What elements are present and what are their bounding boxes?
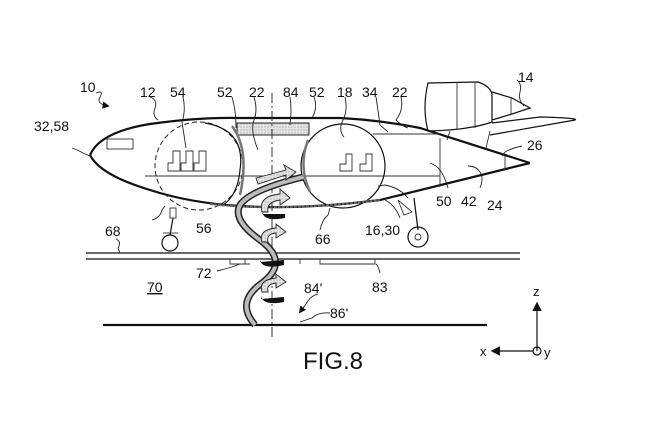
label-66: 66 xyxy=(315,231,331,247)
label-10: 10 xyxy=(80,79,96,95)
label-84-prime: 84' xyxy=(304,280,322,296)
label-86-prime: 86' xyxy=(330,305,348,321)
label-52-right: 52 xyxy=(309,84,325,100)
platform xyxy=(86,252,520,327)
axis-label-x: x xyxy=(480,344,487,359)
front-cabin-seats xyxy=(167,150,207,172)
label-22-right: 22 xyxy=(392,84,408,100)
helical-escape-slide xyxy=(234,163,304,328)
label-52-left: 52 xyxy=(217,84,233,100)
label-68: 68 xyxy=(105,223,121,239)
fuselage xyxy=(88,116,531,211)
main-landing-gear xyxy=(397,197,429,248)
label-24: 24 xyxy=(487,197,503,213)
label-70: 70 xyxy=(147,279,163,295)
figure-title: FIG.8 xyxy=(303,348,363,375)
label-32-58: 32,58 xyxy=(34,118,69,134)
label-42: 42 xyxy=(461,193,477,209)
label-50: 50 xyxy=(436,193,452,209)
label-54: 54 xyxy=(170,84,186,100)
label-34: 34 xyxy=(362,84,378,100)
label-84: 84 xyxy=(283,84,299,100)
slide-stowage-compartment xyxy=(236,122,310,136)
label-26: 26 xyxy=(527,137,543,153)
label-16-30: 16,30 xyxy=(365,222,400,238)
label-12: 12 xyxy=(140,84,156,100)
label-14: 14 xyxy=(518,69,534,85)
label-83: 83 xyxy=(372,279,388,295)
coordinate-axes: z x y xyxy=(480,284,551,360)
rear-cabin-seats xyxy=(339,153,373,172)
label-72: 72 xyxy=(196,265,212,281)
axis-label-z: z xyxy=(533,284,540,299)
reference-labels: 10 12 54 52 22 84 52 18 34 22 14 32,58 2… xyxy=(34,69,543,375)
leader-lines xyxy=(71,79,525,323)
nose-landing-gear xyxy=(161,207,179,252)
engine xyxy=(424,81,577,149)
label-22-middle: 22 xyxy=(249,84,265,100)
label-56: 56 xyxy=(196,220,212,236)
y-axis-out-of-page-icon xyxy=(532,346,542,356)
label-18: 18 xyxy=(337,84,353,100)
axis-label-y: y xyxy=(544,345,551,360)
